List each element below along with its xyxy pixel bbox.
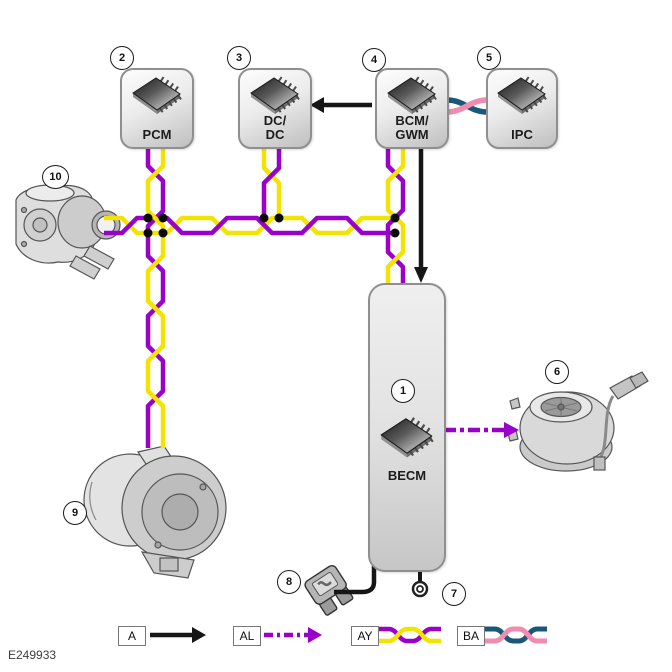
legend-sample-lin (264, 627, 322, 643)
chip-icon (380, 417, 434, 458)
callout-4-bcm-gwm: 4 (362, 48, 386, 72)
module-label-bcm-line1: BCM/ (395, 113, 429, 128)
figure-id: E249933 (8, 648, 57, 662)
callout-10-pump: 10 (42, 165, 69, 189)
module-label-bcm-gwm: BCM/ GWM (377, 114, 447, 142)
legend-code-hardwired: A (118, 626, 146, 646)
can-branch-dcdc (261, 145, 282, 220)
legend-code-can-ay: AY (351, 626, 379, 646)
module-label-becm: BECM (387, 468, 427, 483)
module-label-dcdc-line2: DC (265, 127, 285, 142)
fuse-feed-wire (334, 566, 377, 595)
chip-icon (132, 76, 182, 114)
chip-icon (497, 76, 547, 114)
hardwired-arrow-bcm-to-becm (414, 148, 428, 283)
module-label-bcm-line2: GWM (395, 127, 429, 142)
bus-junction-dots (143, 213, 400, 238)
legend-sample-can-blue-pink (485, 626, 547, 644)
module-becm: BECM (368, 283, 446, 572)
module-dcdc: DC/ DC (238, 68, 312, 149)
module-label-ipc: IPC (511, 127, 533, 142)
callout-7-ground: 7 (442, 582, 466, 606)
callout-9-generator: 9 (63, 501, 87, 525)
module-pcm: PCM (120, 68, 194, 149)
legend-code-lin: AL (233, 626, 261, 646)
hardwired-arrow-bcm-to-dcdc (310, 97, 372, 113)
legend-sample-hardwired (150, 627, 206, 643)
callout-5-ipc: 5 (477, 46, 501, 70)
lin-arrow-becm-to-blower (444, 422, 519, 438)
callout-1-becm: 1 (391, 379, 415, 403)
can-bus-horizontal (104, 215, 395, 236)
can-branch-pcm-generator (145, 145, 166, 448)
legend-code-can-ba: BA (457, 626, 485, 646)
module-label-dcdc-line1: DC/ (263, 113, 287, 128)
can-bus-bcm-ipc (446, 97, 488, 115)
callout-8-fuse: 8 (277, 570, 301, 594)
callout-2-pcm: 2 (110, 46, 134, 70)
callout-3-dcdc: 3 (227, 46, 251, 70)
module-label-pcm: PCM (142, 127, 172, 142)
module-ipc: IPC (486, 68, 558, 149)
legend-sample-can-yellow-purple (379, 626, 441, 644)
module-label-dcdc: DC/ DC (240, 114, 310, 142)
blower-illustration (507, 371, 649, 472)
chip-icon (250, 76, 300, 114)
callout-6-blower: 6 (545, 360, 569, 384)
pump-illustration (15, 184, 121, 280)
module-bcm-gwm: BCM/ GWM (375, 68, 449, 149)
generator-illustration (83, 445, 227, 579)
chip-icon (387, 76, 437, 114)
